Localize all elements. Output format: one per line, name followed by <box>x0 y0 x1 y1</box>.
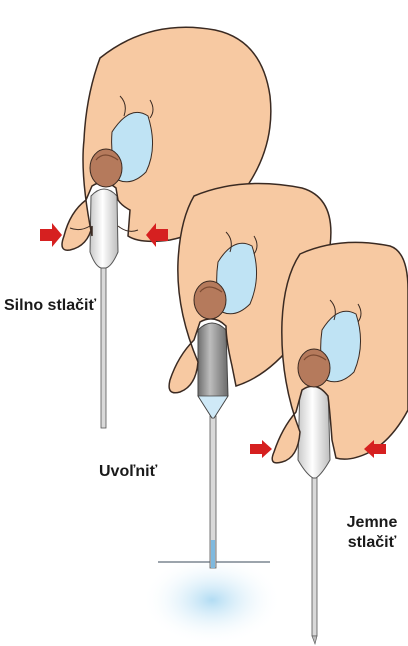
pipette-tube <box>101 268 106 428</box>
arrow-right-icon <box>250 440 272 458</box>
arrow-right-icon <box>40 223 62 247</box>
label-squeeze-gently: Jemne stlačiť <box>337 513 407 553</box>
pipette-bulb <box>90 189 118 268</box>
label-squeeze-hard: Silno stlačiť <box>4 296 96 316</box>
liquid-glow <box>142 555 282 645</box>
pipette-tube <box>312 476 317 636</box>
label-squeeze-gently-line2: stlačiť <box>337 533 407 553</box>
label-release: Uvoľniť <box>99 462 157 482</box>
label-squeeze-gently-line1: Jemne <box>337 513 407 533</box>
